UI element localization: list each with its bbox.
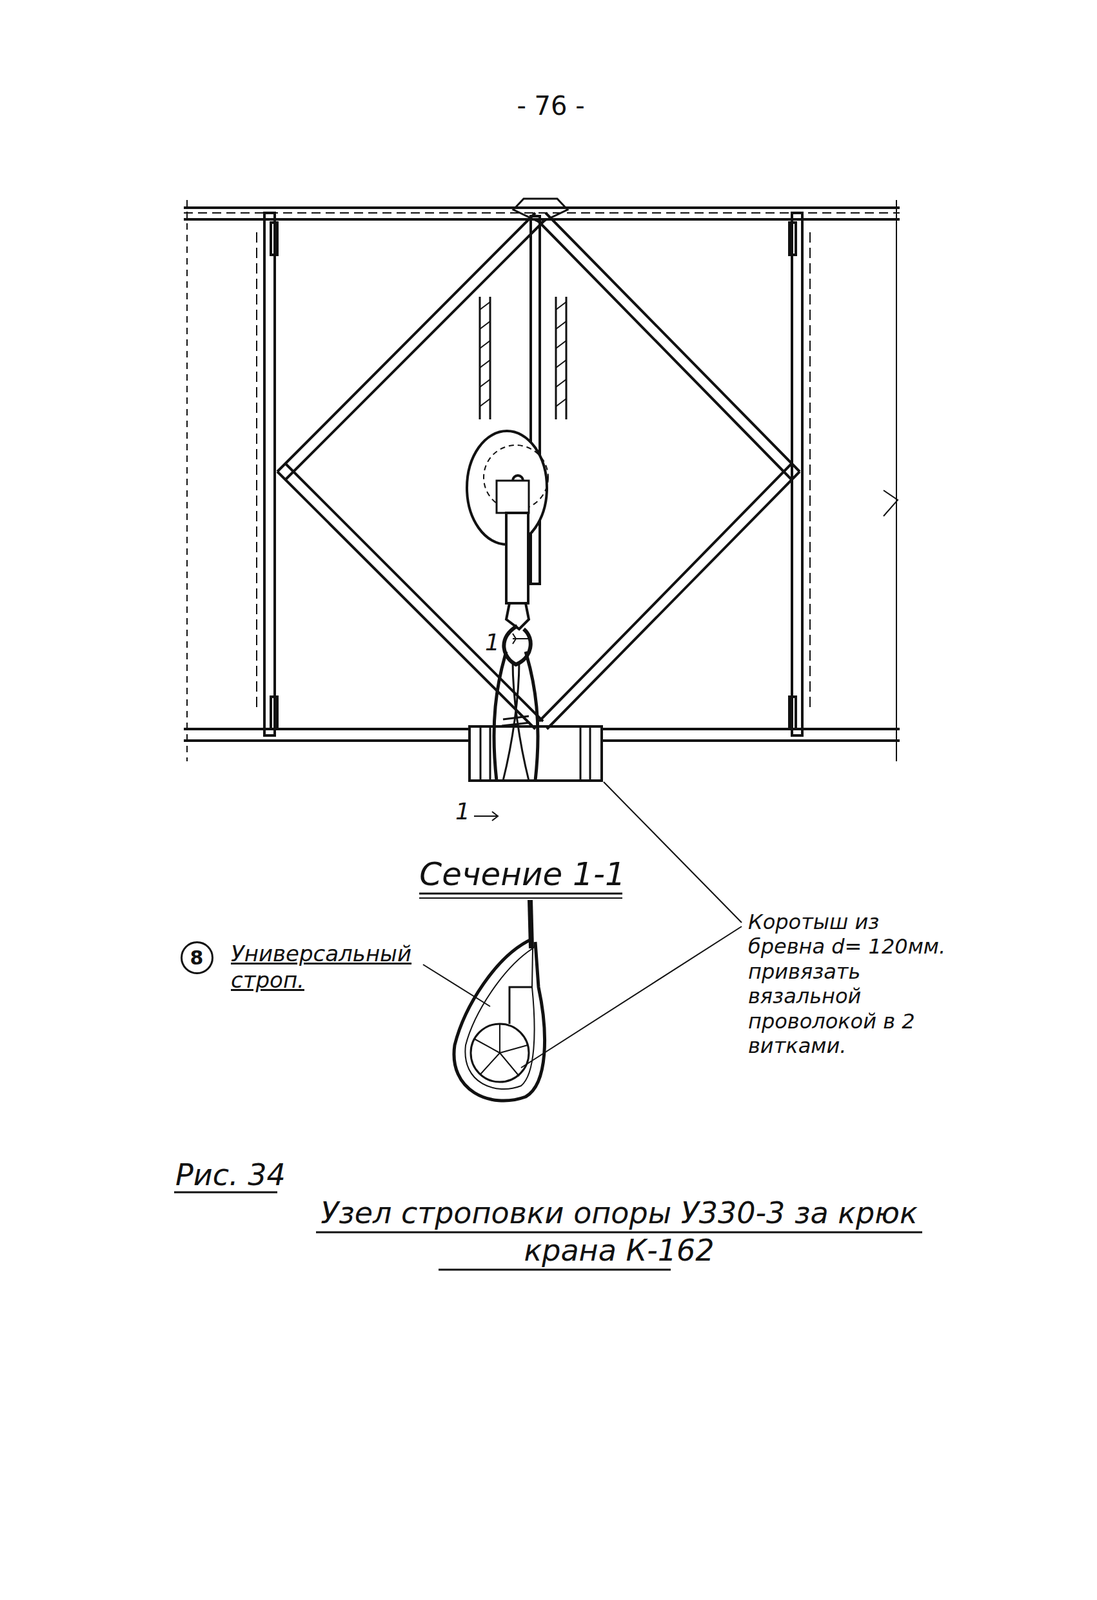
callout-circle: 8	[180, 940, 214, 974]
section-mark: 1	[455, 797, 495, 825]
frame	[174, 198, 923, 1270]
page-number: - 76 -	[486, 90, 616, 122]
callout-number: 8	[190, 946, 204, 969]
figure-caption: Узел строповки опоры У330-3 за крюк кран…	[303, 1194, 936, 1269]
note-text: Коротыш из бревна d= 120мм. привязать вя…	[748, 909, 949, 1058]
part-label: Универсальный строп.	[230, 940, 438, 994]
figure-number: Рис. 34	[175, 1156, 305, 1193]
section-title: Сечение 1-1	[412, 854, 633, 894]
section-mark: 1	[484, 628, 524, 656]
